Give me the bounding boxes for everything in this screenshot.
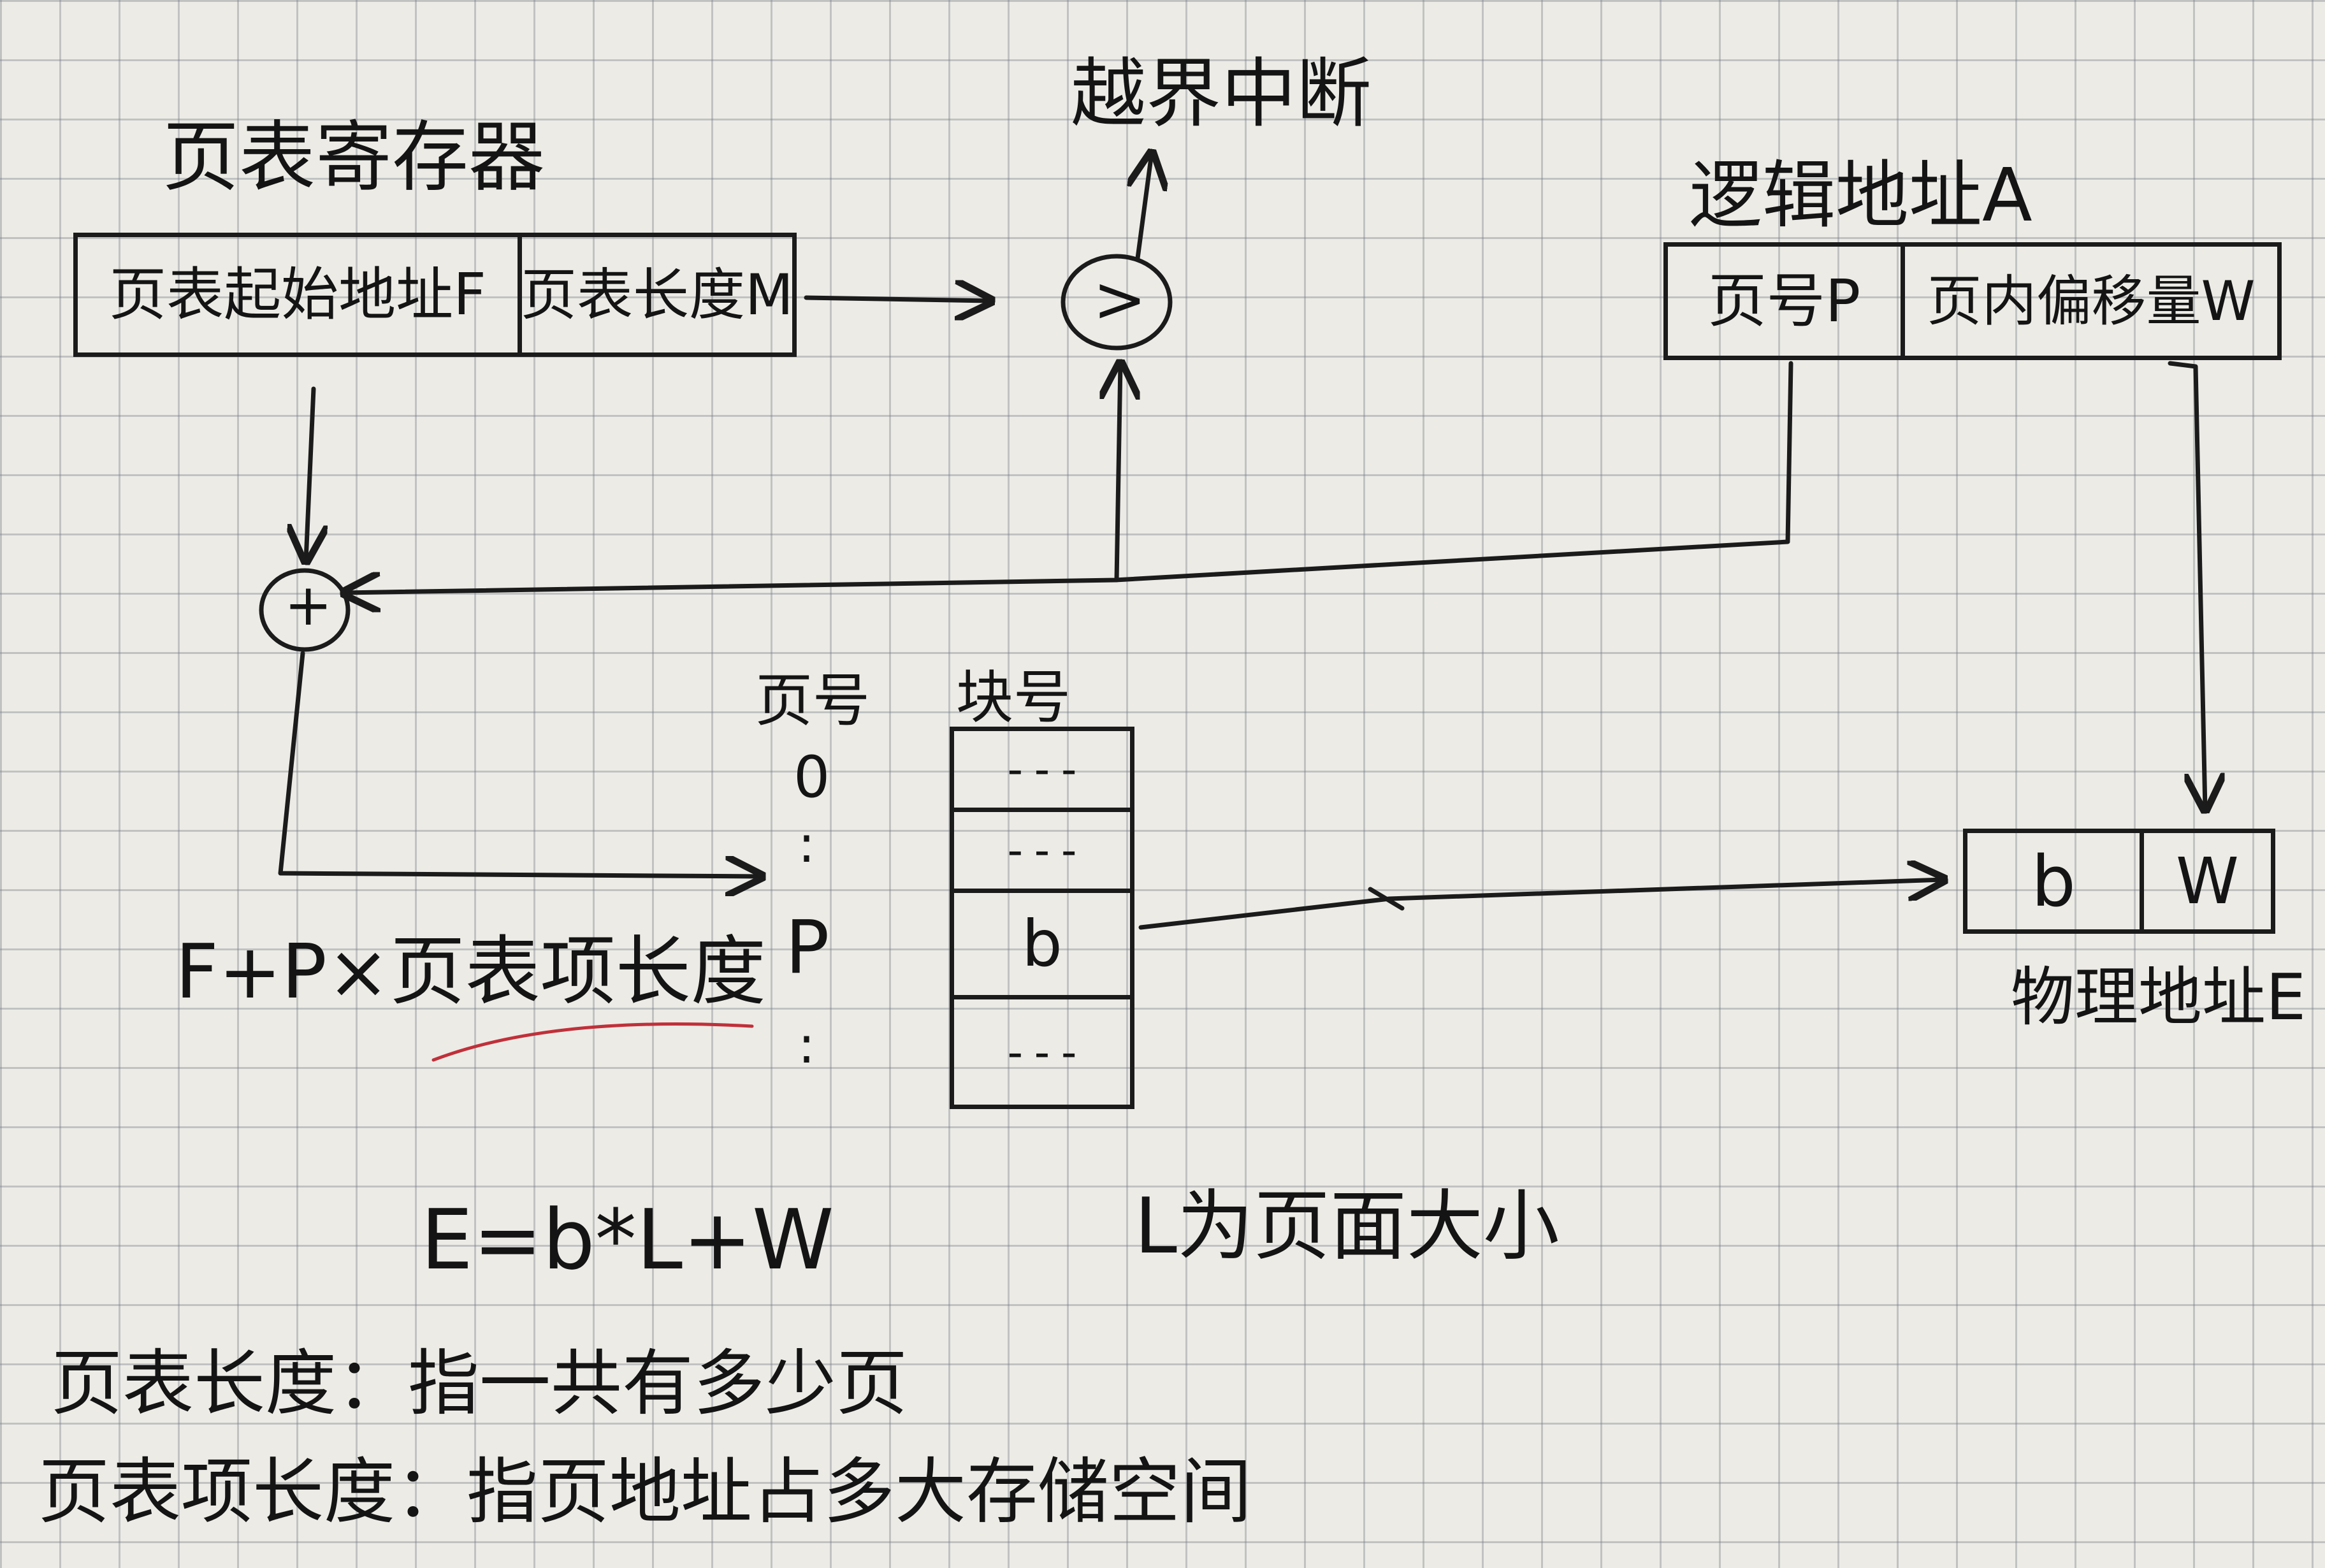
logical-page-field: 页号P xyxy=(1707,266,1861,335)
block-to-physical-arrow xyxy=(1138,880,1944,930)
physical-offset-field: W xyxy=(2176,843,2239,918)
physical-block-field: b xyxy=(2031,840,2076,922)
adder-to-page-table-arrow xyxy=(278,651,762,876)
page-table-row-b: b xyxy=(954,893,1130,999)
offset-to-physical-arrow xyxy=(2168,361,2205,809)
physical-address-box: b W xyxy=(1963,829,2275,934)
register-length-field: 页表长度M xyxy=(521,261,793,328)
page-ellipsis-top: : xyxy=(798,815,815,874)
logical-address-box: 页号P 页内偏移量W xyxy=(1663,242,2282,360)
adder-symbol: + xyxy=(284,572,333,639)
register-to-compare-arrow xyxy=(804,298,991,301)
logical-offset-field: 页内偏移量W xyxy=(1927,269,2256,333)
page-number-to-adder-arrow xyxy=(344,361,1793,593)
page-table-register-box: 页表起始地址F 页表长度M xyxy=(73,233,797,357)
register-start-field: 页表起始地址F xyxy=(109,261,486,328)
page-table-register-label: 页表寄存器 xyxy=(163,113,545,202)
physical-address-formula: E=b*L+W xyxy=(421,1191,834,1288)
note-page-table-entry-length: 页表项长度：指页地址占多大存储空间 xyxy=(38,1451,1252,1534)
entry-address-formula: F+P×页表项长度 xyxy=(175,927,766,1015)
page-size-note: L为页面大小 xyxy=(1134,1182,1560,1271)
logical-address-label: 逻辑地址A xyxy=(1689,153,2032,238)
mid-arrow-tick xyxy=(1368,887,1405,911)
note-page-table-length: 页表长度：指一共有多少页 xyxy=(51,1342,908,1425)
page-table-row: --- xyxy=(1001,1026,1083,1078)
out-of-bounds-label: 越界中断 xyxy=(1071,50,1372,138)
page-index-p: P xyxy=(785,905,830,991)
compare-circle xyxy=(1061,254,1173,351)
page-index-start: 0 xyxy=(793,744,830,811)
page-table-row: --- xyxy=(954,731,1130,812)
formula-underline xyxy=(431,1022,754,1062)
adder-circle xyxy=(259,568,351,652)
physical-address-label: 物理地址E xyxy=(2011,960,2307,1034)
page-table-box: --- --- b --- xyxy=(950,727,1134,1109)
page-to-compare-arrow xyxy=(1117,363,1120,583)
start-to-adder-arrow xyxy=(306,386,314,561)
compare-to-interrupt-arrow xyxy=(1138,153,1152,261)
block-number-header: 块号 xyxy=(956,664,1071,731)
compare-symbol: > xyxy=(1093,262,1147,337)
page-number-header: 页号 xyxy=(755,667,870,734)
page-ellipsis-bottom: : xyxy=(798,1015,815,1075)
page-table-row: --- xyxy=(954,812,1130,893)
